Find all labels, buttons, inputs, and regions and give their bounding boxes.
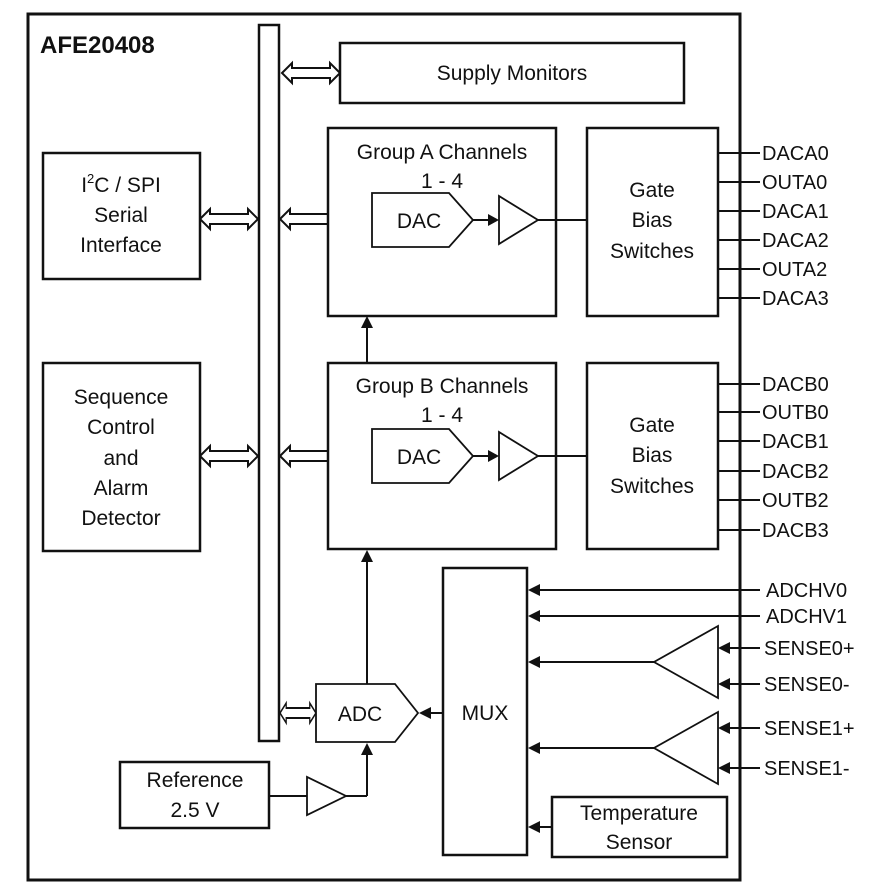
- pin-sense1-plus: SENSE1+: [764, 718, 855, 740]
- supply-monitors-block: [338, 41, 686, 105]
- serial-interface-label-line2: Serial: [94, 204, 148, 227]
- sense0-to-mux-arrow: [528, 656, 540, 668]
- pin-outb2: OUTB2: [762, 490, 829, 512]
- group-a-arrow-head: [488, 214, 499, 226]
- temperature-sensor-label-line2: Sensor: [606, 831, 673, 854]
- pin-sense1-minus: SENSE1-: [764, 758, 850, 780]
- group-b-arrow-head: [488, 450, 499, 462]
- bus-arrow-adc: [279, 702, 317, 724]
- group-b-dac-label: DAC: [397, 446, 441, 469]
- sense0-minus-arrow: [718, 678, 730, 690]
- pin-daca2: DACA2: [762, 230, 829, 252]
- pin-outb0: OUTB0: [762, 402, 829, 424]
- sense1-amplifier: [652, 710, 719, 786]
- serial-interface-block: [41, 151, 202, 281]
- group-b-to-a-arrow: [361, 316, 373, 328]
- adc-shape: [315, 683, 420, 743]
- gate-bias-b-label-line3: Switches: [610, 475, 694, 498]
- group-a-dac-shape: [371, 192, 475, 248]
- group-a-dac-label: DAC: [397, 210, 441, 233]
- group-b-dac-shape: [371, 428, 475, 484]
- bus-arrow-sequence-control: [199, 445, 259, 467]
- adc-label: ADC: [338, 703, 382, 726]
- pin-adchv0: ADCHV0: [766, 580, 847, 602]
- pin-dacb0: DACB0: [762, 374, 829, 396]
- sense1-minus-arrow: [718, 762, 730, 774]
- pin-dacb2: DACB2: [762, 461, 829, 483]
- pin-daca0: DACA0: [762, 143, 829, 165]
- serial-interface-label-line1: I2C / SPI: [81, 171, 161, 197]
- bus-arrow-serial-interface: [199, 208, 259, 230]
- mux-block: [441, 566, 529, 857]
- sequence-control-label-line3: and: [103, 447, 138, 470]
- sense0-plus-arrow: [718, 642, 730, 654]
- sequence-control-label-line5: Detector: [81, 507, 160, 530]
- sequence-control-label-line2: Control: [87, 416, 155, 439]
- gate-bias-b-label-line2: Bias: [632, 444, 673, 467]
- serial-interface-label-line3: Interface: [80, 234, 162, 257]
- supply-monitors-label: Supply Monitors: [437, 62, 588, 85]
- chip-title: AFE20408: [40, 32, 155, 59]
- reference-buffer: [306, 775, 349, 817]
- pin-outa2: OUTA2: [762, 259, 827, 281]
- reference-label-line1: Reference: [147, 769, 244, 792]
- pin-daca1: DACA1: [762, 201, 829, 223]
- group-a-label: Group A Channels: [357, 141, 527, 164]
- gate-bias-a-label-line3: Switches: [610, 240, 694, 263]
- gate-bias-a-label-line2: Bias: [632, 209, 673, 232]
- gate-bias-a-block: [585, 126, 720, 318]
- pin-sense0-plus: SENSE0+: [764, 638, 855, 660]
- pin-adchv1: ADCHV1: [766, 606, 847, 628]
- sense1-plus-arrow: [718, 722, 730, 734]
- mux-to-adc-arrow: [419, 707, 431, 719]
- group-b-range: 1 - 4: [421, 404, 463, 427]
- gate-bias-b-label-line1: Gate: [629, 414, 675, 437]
- reference-label-line2: 2.5 V: [170, 799, 219, 822]
- internal-bus: [257, 23, 281, 743]
- pin-sense0-minus: SENSE0-: [764, 674, 850, 696]
- reference-to-adc-arrow: [361, 743, 373, 755]
- pin-dacb1: DACB1: [762, 431, 829, 453]
- mux-label: MUX: [462, 702, 509, 725]
- group-b-pins: DACB0 OUTB0 DACB1 DACB2 OUTB2 DACB3: [718, 374, 829, 542]
- group-a-pins: DACA0 OUTA0 DACA1 DACA2 OUTA2 DACA3: [718, 143, 829, 310]
- gate-bias-a-label-line1: Gate: [629, 179, 675, 202]
- temperature-sensor-label-line1: Temperature: [580, 802, 698, 825]
- group-a-amplifier: [498, 194, 540, 246]
- group-b-label: Group B Channels: [356, 375, 529, 398]
- temp-sensor-to-mux-arrow: [528, 821, 540, 833]
- adchv0-arrow: [528, 584, 540, 596]
- group-a-range: 1 - 4: [421, 170, 463, 193]
- sequence-control-block: [41, 361, 202, 553]
- pin-outa0: OUTA0: [762, 172, 827, 194]
- bus-arrow-supply-monitors: [281, 62, 341, 84]
- sequence-control-label-line4: Alarm: [94, 477, 149, 500]
- sequence-control-label-line1: Sequence: [74, 386, 169, 409]
- chip-outline: [26, 12, 742, 882]
- reference-block: [118, 760, 271, 830]
- sense0-amplifier: [652, 624, 719, 700]
- sense1-to-mux-arrow: [528, 742, 540, 754]
- pin-dacb3: DACB3: [762, 520, 829, 542]
- pin-daca3: DACA3: [762, 288, 829, 310]
- group-b-amplifier: [498, 430, 540, 482]
- adc-to-group-b-arrow: [361, 550, 373, 562]
- gate-bias-b-block: [585, 361, 720, 551]
- adchv1-arrow: [528, 610, 540, 622]
